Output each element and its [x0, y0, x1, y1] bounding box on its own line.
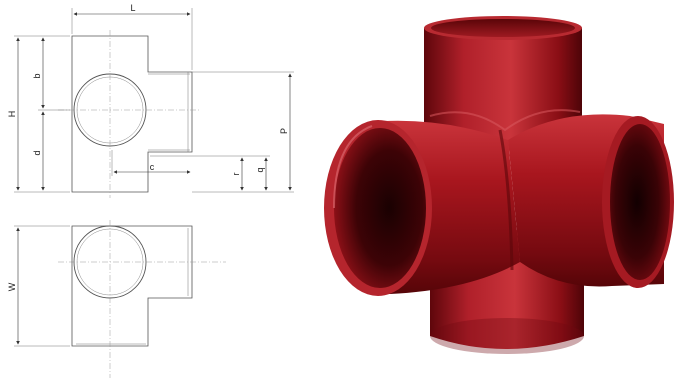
label-b: b — [32, 73, 42, 78]
left-branch-bore — [334, 128, 426, 288]
label-W: W — [7, 282, 17, 291]
plan-outline — [71, 225, 193, 347]
elevation-outline — [71, 35, 193, 193]
fitting-render — [324, 16, 674, 354]
elevation-view — [58, 30, 200, 198]
label-r: r — [231, 173, 241, 176]
label-d: d — [32, 150, 42, 155]
label-c: c — [150, 162, 155, 172]
label-H: H — [7, 111, 17, 118]
dim-r-q-p: r q P — [150, 71, 294, 193]
dim-d: d — [32, 111, 45, 191]
dim-W: W — [7, 225, 70, 347]
dim-b: b — [32, 37, 70, 111]
dim-L: L — [71, 3, 193, 70]
dim-H: H — [7, 35, 70, 193]
dim-c: c — [111, 150, 191, 176]
top-pipe — [424, 28, 582, 150]
plan-view — [58, 220, 226, 378]
right-branch-bore — [610, 124, 670, 280]
label-P: P — [279, 128, 289, 134]
label-q: q — [255, 167, 265, 172]
label-L: L — [130, 3, 135, 13]
